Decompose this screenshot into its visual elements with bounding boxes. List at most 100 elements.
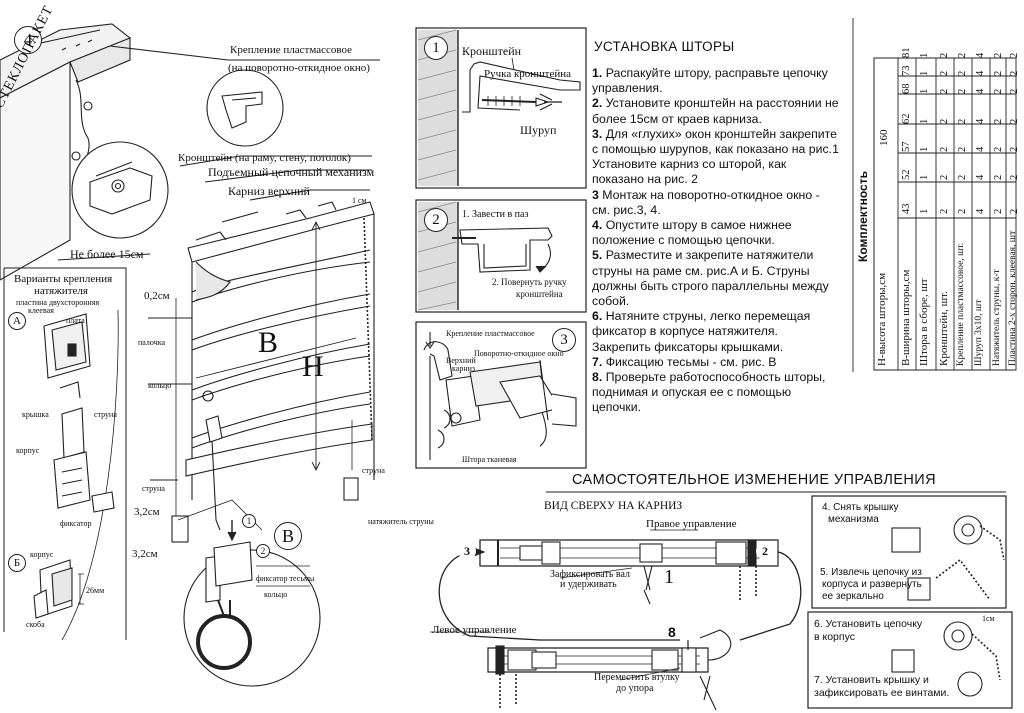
kit-cell: 1: [919, 146, 930, 152]
kit-cell: 1: [919, 88, 930, 94]
kit-cell: 81: [901, 47, 912, 59]
kit-cell: 2: [1009, 208, 1020, 214]
fig2-drawing: [415, 199, 587, 313]
body-label-2: корпус: [30, 550, 54, 559]
kit-cell: 1: [919, 52, 930, 58]
detail-step-2: 2: [256, 544, 270, 558]
kit-table-lines: [852, 18, 1017, 372]
kit-cell: 1: [919, 174, 930, 180]
fig3-tape-label: Штора тканевая: [462, 455, 517, 464]
kit-cell: 52: [901, 169, 912, 181]
kit-cell: 1: [919, 70, 930, 76]
fig1-screw-label: Шуруп: [520, 123, 557, 137]
kit-cell: 62: [901, 113, 912, 125]
install-title: УСТАНОВКА ШТОРЫ: [594, 39, 735, 54]
side-step-4-2: механизма: [828, 514, 879, 525]
install-step: 3. Для «глухих» окон кронштейн закрепите…: [592, 126, 839, 187]
kit-cell: 2: [939, 118, 950, 124]
tape-label-1: пластина двухсторонняя: [16, 298, 100, 307]
clamp-label: скоба: [26, 620, 45, 629]
kit-cell: 2: [939, 70, 950, 76]
variant-a-badge: А: [8, 312, 26, 330]
fig1-number: 1: [424, 36, 448, 60]
kit-cell: 2: [939, 174, 950, 180]
install-step: 7. Фиксацию тесьмы - см. рис. В: [592, 354, 777, 369]
fig3-number: 3: [552, 328, 576, 352]
kit-cell: 2: [957, 70, 968, 76]
side-step-5-2: корпуса и развернуть: [822, 579, 922, 590]
variant-b-badge: Б: [8, 554, 26, 572]
kit-row-label: Штора в сборе, шт: [918, 278, 930, 366]
detail-step-1: 1: [242, 514, 256, 528]
install-step: 8. Проверьте работоспособность шторы, по…: [592, 370, 826, 415]
left-control-label: Левое управление: [432, 624, 517, 636]
fig1-bracket-label: Кронштейн: [462, 44, 522, 58]
lift-label: Подъемный цепочный механизм: [208, 165, 375, 179]
fig2-step1: 1. Завести в паз: [462, 209, 529, 220]
side-step-4-1: 4. Снять крышку: [822, 502, 899, 513]
install-step: 1. Распакуйте штору, расправьте цепочку …: [592, 66, 828, 96]
kit-cell: 73: [901, 65, 912, 77]
side-step-5-1: 5. Извлечь цепочку из: [820, 567, 922, 578]
kit-cell: 4: [975, 174, 986, 180]
install-step: 3 Монтаж на поворотно-откидное окно - см…: [592, 187, 820, 217]
kit-cell: 57: [901, 141, 912, 153]
kit-cell: 2: [1009, 118, 1020, 124]
kit-cell: 68: [901, 83, 912, 95]
side-step-7-2: зафиксировать ее винтами.: [814, 687, 950, 699]
install-step: 6. Натяните струны, легко перемещая фикс…: [592, 309, 811, 354]
variants-title-1: Варианты крепления: [14, 273, 113, 285]
control-step-1: 1: [664, 566, 674, 588]
width-letter: В: [258, 326, 279, 359]
control-step-3: 3: [458, 542, 476, 560]
cover-label: крышка: [22, 410, 49, 419]
side-step-7-1: 7. Установить крышку и: [814, 674, 929, 686]
fig2-step2-1: 2. Повернуть ручку: [492, 277, 567, 287]
kit-cell: 4: [975, 52, 986, 58]
top-view-label: ВИД СВЕРХУ НА КАРНИЗ: [544, 500, 683, 512]
string-label-1: струна: [94, 410, 117, 419]
variants-title-2: натяжителя: [34, 285, 88, 297]
kit-h-value: 160: [878, 129, 890, 147]
kit-row-label: Кронштейн, шт.: [938, 291, 950, 366]
install-step: 5. Разместите и закрепите натяжители стр…: [592, 248, 829, 309]
side-step-6-2: в корпус: [814, 631, 855, 643]
dim-label-1: 3,2см: [134, 506, 160, 518]
fig3-upper-1: Верхний: [446, 356, 476, 365]
tape-label-2: клеевая: [28, 306, 54, 315]
fix-shaft-label-2: и удерживать: [560, 579, 617, 590]
kit-cell: 2: [993, 52, 1004, 58]
install-steps: 1. Распакуйте штору, расправьте цепочку …: [592, 66, 840, 416]
kit-title: Комплектность: [856, 171, 870, 262]
right-control-label: Правое управление: [646, 518, 737, 530]
cornice-label: Карниз верхний: [228, 184, 310, 198]
clip-label-1: Крепление пластмассовое: [230, 44, 352, 56]
plate-label: плата: [66, 316, 85, 325]
blind-drawing: [148, 201, 375, 543]
ring-label: кольцо: [148, 381, 172, 390]
kit-cell: 2: [939, 52, 950, 58]
fig2-step2-2: кронштейна: [516, 289, 563, 299]
kit-row-label: В-ширина шторы,см: [900, 269, 912, 366]
kit-cell: 4: [975, 70, 986, 76]
clip-label-2: (на поворотно-откидное окно): [228, 62, 370, 74]
kit-row-label: Пластина 2-х сторон. клеевая, шт: [1008, 230, 1018, 366]
side-one-cm: 1см: [982, 614, 995, 623]
kit-cell: 2: [993, 88, 1004, 94]
bracket-label: Кронштейн (на раму, стену, потолок): [178, 152, 351, 164]
install-step: 4. Опустите штору в самое нижнее положен…: [592, 218, 792, 248]
kit-cell: 2: [939, 208, 950, 214]
kit-cell: 2: [1009, 88, 1020, 94]
kit-row-label: Шуруп 3х10, шт: [974, 299, 984, 366]
kit-cell: 4: [975, 88, 986, 94]
kit-cell: 2: [993, 146, 1004, 152]
kit-cell: 2: [957, 208, 968, 214]
dim-label-2: 3,2см: [132, 548, 158, 560]
kit-cell: 2: [1009, 174, 1020, 180]
fig3-tilt-label: Поворотно-откидное окно: [474, 349, 564, 358]
variants-frame: [3, 267, 127, 641]
kit-cell: 4: [975, 118, 986, 124]
kit-cell: 4: [975, 208, 986, 214]
string-label-2: струна: [142, 484, 165, 493]
